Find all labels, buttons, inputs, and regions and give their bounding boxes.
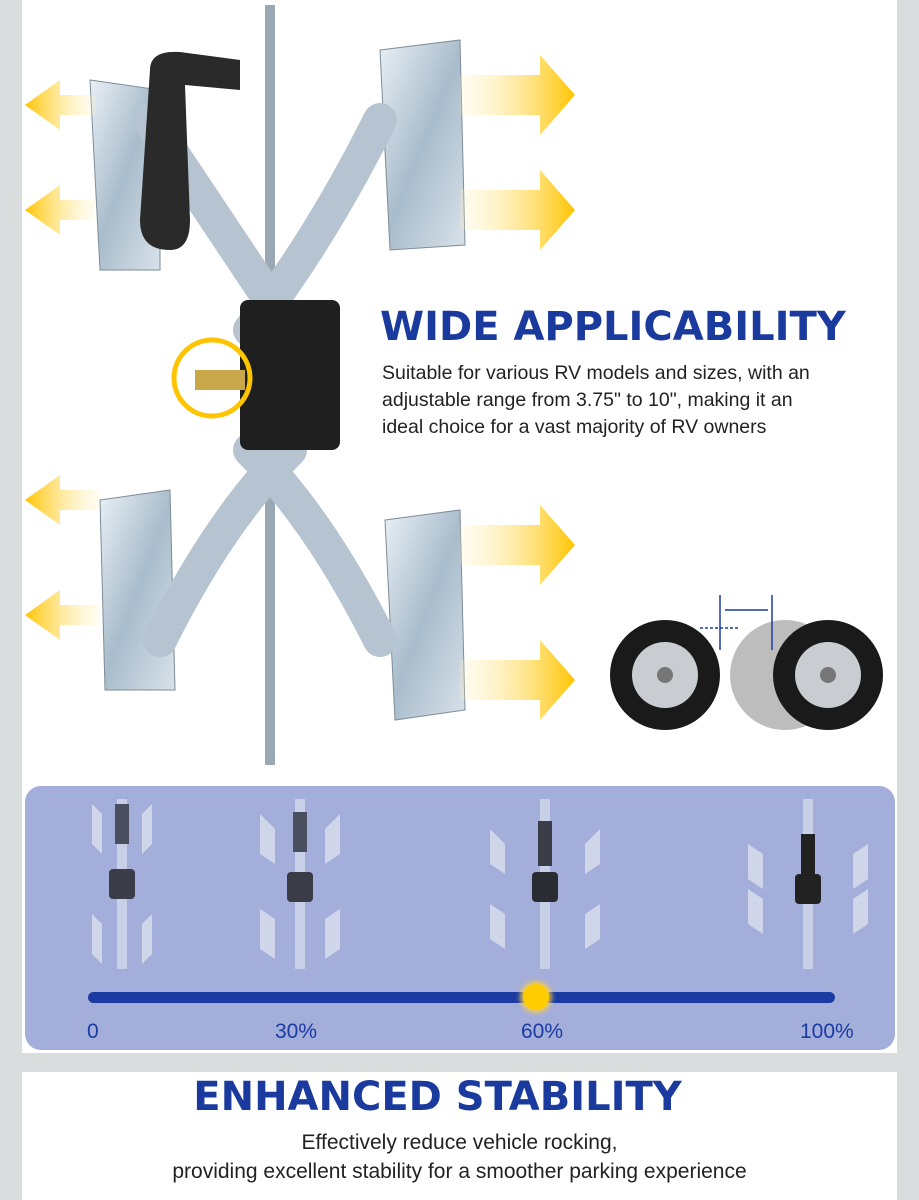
range-slider-thumb — [523, 984, 550, 1010]
wide-applicability-title: WIDE APPLICABILITY — [380, 304, 846, 350]
range-label-0: 0 — [87, 1020, 99, 1043]
chock-stage-60 — [490, 799, 600, 969]
description-line: Suitable for various RV models and sizes… — [382, 362, 810, 384]
enhanced-stability-description: Effectively reduce vehicle rocking, prov… — [0, 1128, 919, 1186]
chock-stage-30 — [260, 799, 340, 969]
range-slider-track — [88, 992, 835, 1003]
wheel-chock-product-image — [25, 5, 575, 765]
description-line: adjustable range from 3.75" to 10", maki… — [382, 389, 793, 411]
chock-stage-0 — [92, 799, 152, 969]
handle — [140, 51, 240, 251]
tire-gap-illustration — [610, 595, 883, 730]
range-label-100: 100% — [800, 1020, 854, 1043]
range-label-30: 30% — [275, 1020, 318, 1043]
wide-applicability-description: Suitable for various RV models and sizes… — [382, 360, 902, 441]
description-line: ideal choice for a vast majority of RV o… — [382, 416, 767, 438]
rotation-indicator-icon — [171, 337, 253, 419]
expand-arrows-icon — [25, 55, 575, 720]
chock-stage-100 — [748, 799, 868, 969]
adjustable-range-scale: 0 30% 60% 100% — [25, 786, 895, 1050]
description-line: Effectively reduce vehicle rocking, — [301, 1131, 618, 1154]
enhanced-stability-title: ENHANCED STABILITY — [193, 1074, 682, 1120]
range-label-60: 60% — [521, 1020, 564, 1043]
enhanced-stability-panel — [22, 1072, 897, 1200]
description-line: providing excellent stability for a smoo… — [172, 1160, 747, 1183]
